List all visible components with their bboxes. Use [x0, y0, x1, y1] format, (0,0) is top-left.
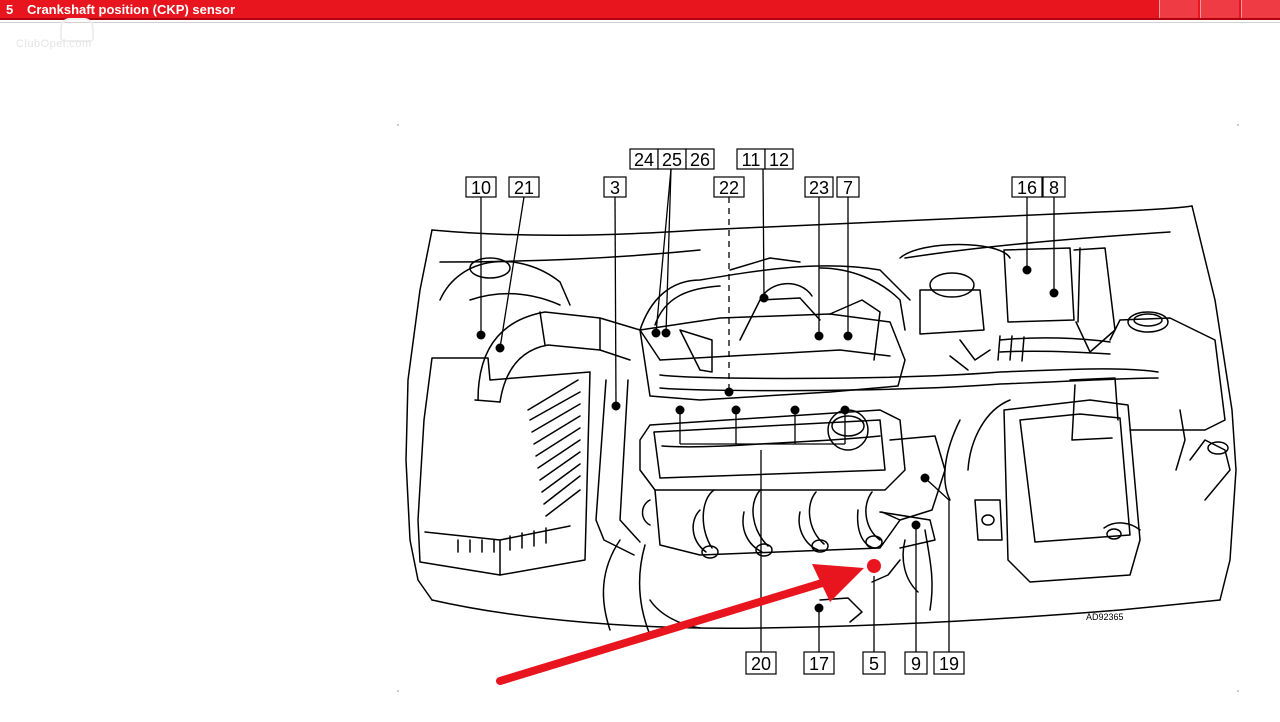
callout-19: 19: [933, 651, 965, 675]
header-divider: [0, 22, 1280, 23]
svg-text:11: 11: [742, 150, 761, 170]
callout-5: 5: [862, 651, 886, 675]
callout-20: 20: [745, 651, 777, 675]
svg-text:10: 10: [471, 178, 491, 198]
section-number: 5: [6, 2, 14, 17]
callout-26: 26: [685, 148, 715, 170]
svg-text:26: 26: [690, 150, 710, 170]
svg-text:22: 22: [719, 178, 739, 198]
callout-22: 22: [713, 176, 745, 198]
window-button[interactable]: [1241, 0, 1280, 18]
callout-23: 23: [804, 176, 834, 198]
callout-12: 12: [764, 148, 794, 170]
drawing-code: AD92365: [1086, 612, 1124, 622]
svg-text:20: 20: [751, 654, 771, 674]
svg-text:12: 12: [769, 150, 789, 170]
svg-text:23: 23: [809, 178, 829, 198]
callout-11: 11: [736, 148, 766, 170]
svg-text:8: 8: [1049, 178, 1059, 198]
window-button[interactable]: [1200, 0, 1239, 18]
leader-lines: [480, 168, 1055, 652]
window-button[interactable]: [1159, 0, 1198, 18]
callout-25: 25: [657, 148, 687, 170]
callout-10: 10: [465, 176, 497, 198]
watermark-text: ClubOpel.com: [16, 38, 92, 50]
callout-3: 3: [603, 176, 627, 198]
svg-text:25: 25: [662, 150, 682, 170]
callout-dots: [476, 265, 1059, 613]
callout-7: 7: [836, 176, 860, 198]
svg-text:7: 7: [843, 178, 853, 198]
svg-text:17: 17: [809, 654, 829, 674]
svg-text:21: 21: [514, 178, 534, 198]
svg-text:19: 19: [939, 654, 959, 674]
callout-17: 17: [803, 651, 835, 675]
page-title: Crankshaft position (CKP) sensor: [27, 2, 236, 17]
callout-21: 21: [508, 176, 540, 198]
callout-24: 24: [629, 148, 659, 170]
corner-marks: [397, 124, 1239, 692]
ckp-sensor-highlight: [867, 559, 881, 573]
window-controls: [1157, 0, 1280, 20]
watermark-logo-icon: [60, 18, 94, 42]
svg-text:9: 9: [911, 654, 921, 674]
callout-16: 16: [1011, 176, 1043, 198]
title-bar: 5 Crankshaft position (CKP) sensor: [0, 0, 1280, 20]
svg-text:5: 5: [869, 654, 879, 674]
callout-8: 8: [1042, 176, 1066, 198]
svg-text:24: 24: [634, 150, 654, 170]
red-arrow-icon: [496, 564, 864, 685]
svg-text:16: 16: [1017, 178, 1037, 198]
callout-9: 9: [904, 651, 928, 675]
svg-text:3: 3: [610, 178, 620, 198]
